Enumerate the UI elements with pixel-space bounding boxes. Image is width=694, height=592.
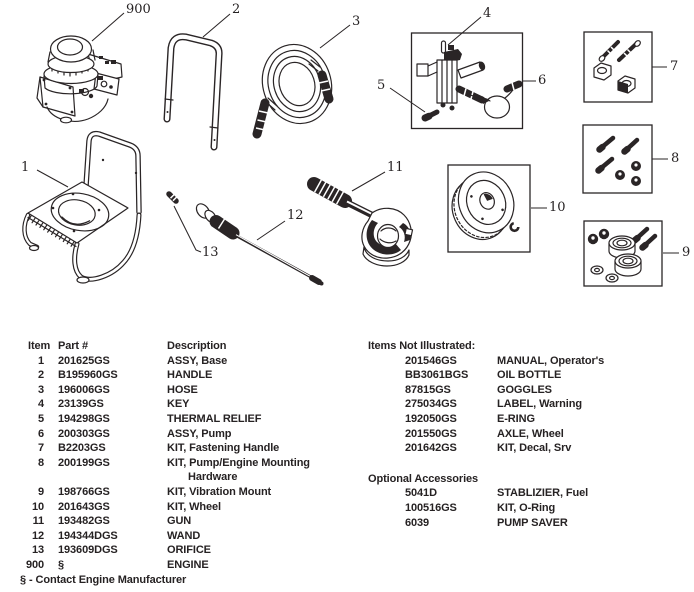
nuts <box>615 161 641 186</box>
pump-assembly-illustration <box>410 32 524 130</box>
vibration-mount-kit-illustration <box>583 220 663 287</box>
engine-illustration <box>36 35 123 124</box>
gun-illustration <box>307 177 414 267</box>
rubber-mounts <box>608 235 642 277</box>
parts-table-header: Item Part # Description <box>20 339 365 354</box>
wand-illustration <box>195 203 324 286</box>
callout-3: 3 <box>352 14 361 29</box>
exploded-parts-diagram: 1 2 3 4 5 6 7 8 9 10 11 12 13 900 <box>21 2 691 287</box>
callout-5: 5 <box>377 78 386 93</box>
col-header-part: Part # <box>58 340 88 352</box>
callout-9: 9 <box>682 245 691 260</box>
e-ring-illustration <box>509 221 520 233</box>
orifice-illustration <box>166 191 179 204</box>
callout-12: 12 <box>287 208 304 223</box>
thermal-relief-illustration <box>421 109 440 122</box>
screws <box>595 135 640 174</box>
wheel-kit-illustration <box>447 164 531 253</box>
parts-row: 900§ENGINE <box>25 558 209 571</box>
callout-6: 6 <box>538 73 547 88</box>
mounting-hardware-kit-illustration <box>582 124 653 194</box>
hose-illustration <box>252 43 334 139</box>
callout-10: 10 <box>549 200 566 215</box>
key-illustration <box>440 40 447 54</box>
engine-footnote: § - Contact Engine Manufacturer <box>20 573 187 586</box>
callout-2: 2 <box>232 2 241 17</box>
parts-line-art <box>22 12 679 287</box>
fastening-kit-illustration <box>583 31 653 103</box>
col-header-description: Description <box>167 340 227 352</box>
callout-4: 4 <box>483 6 492 21</box>
callout-900: 900 <box>126 2 151 17</box>
callout-13: 13 <box>202 245 219 260</box>
callout-8: 8 <box>671 151 680 166</box>
base-illustration <box>22 130 142 284</box>
leader-lines <box>36 12 679 254</box>
callout-11: 11 <box>387 160 404 175</box>
col-header-item: Item <box>28 340 51 352</box>
callout-1: 1 <box>21 160 30 175</box>
not-illustrated-title: Items Not Illustrated: <box>368 340 476 352</box>
optional-accessories-title: Optional Accessories <box>368 472 479 485</box>
callout-7: 7 <box>670 59 679 74</box>
handle-illustration <box>163 33 223 151</box>
